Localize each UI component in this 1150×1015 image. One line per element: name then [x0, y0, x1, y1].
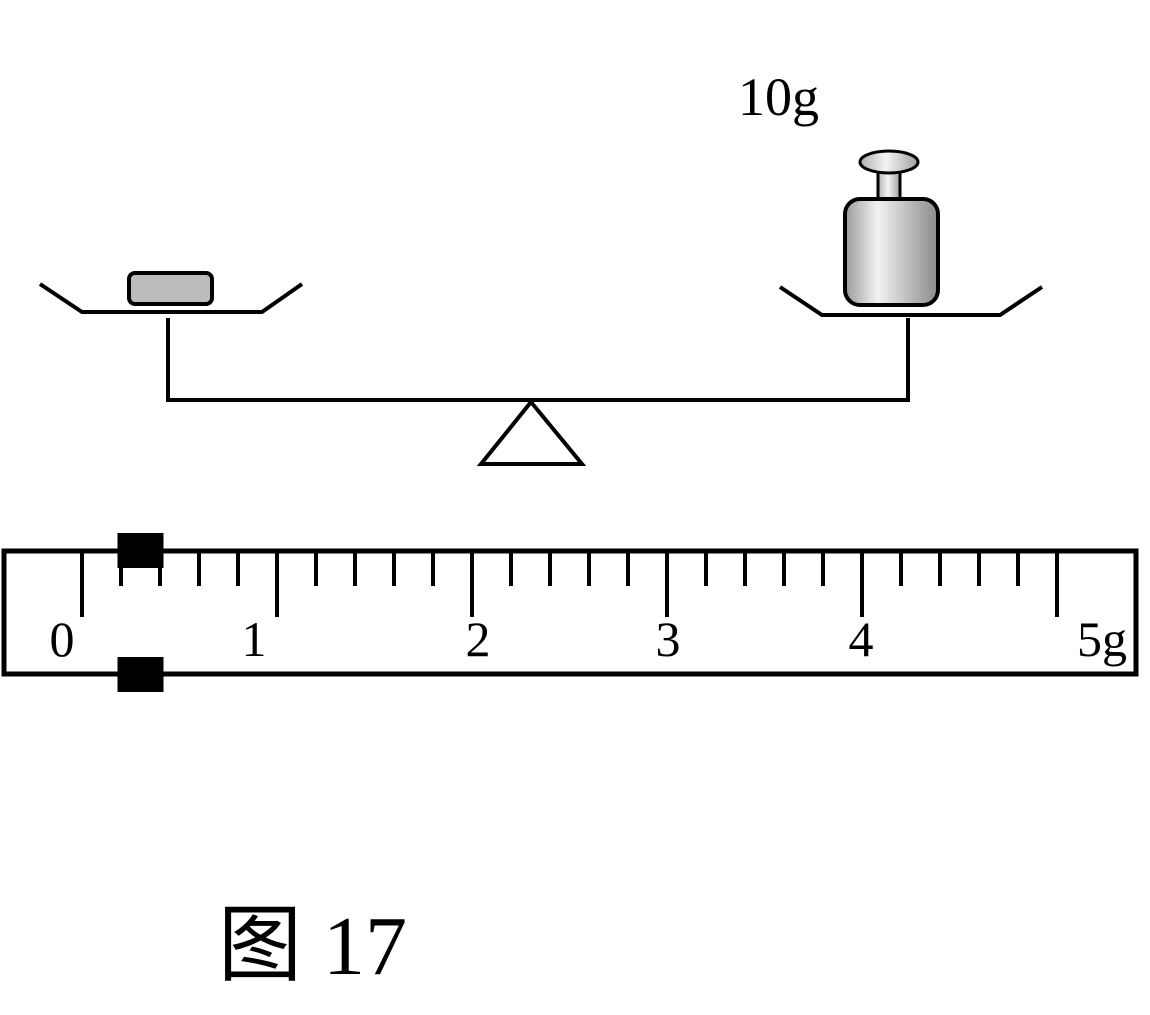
right-pan — [778, 285, 1044, 317]
scale-ticks — [80, 553, 1059, 617]
weight-label: 10g — [738, 67, 819, 127]
rider-scale — [1, 548, 1139, 677]
scale-labels: 0 1 2 3 4 5g — [50, 611, 1128, 667]
weight-10g — [843, 149, 940, 307]
scale-label-3: 3 — [656, 611, 681, 667]
scale-label-1: 1 — [242, 611, 267, 667]
scale-label-4: 4 — [849, 611, 874, 667]
left-pan — [38, 282, 304, 314]
balance-beam — [166, 318, 910, 402]
fulcrum — [476, 398, 587, 466]
figure-caption: 图 17 — [218, 900, 408, 993]
scale-label-5: 5g — [1077, 611, 1127, 667]
scale-label-2: 2 — [466, 611, 491, 667]
rider[interactable] — [117, 533, 164, 692]
scale-label-0: 0 — [50, 611, 75, 667]
object-on-left-pan — [127, 271, 214, 306]
